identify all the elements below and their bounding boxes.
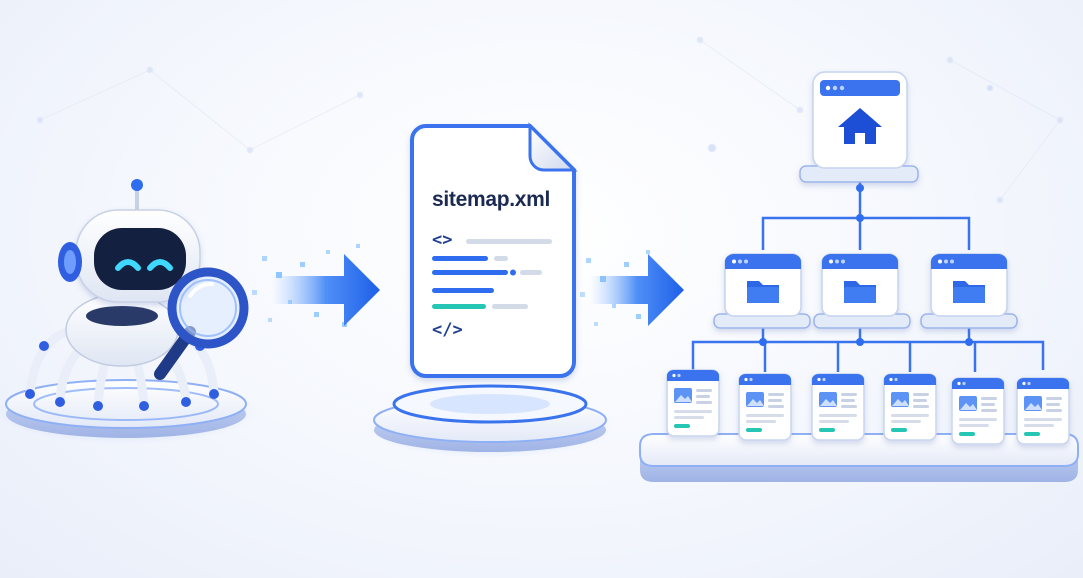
folder-icon bbox=[724, 253, 802, 317]
spider-robot-icon bbox=[25, 179, 219, 411]
close-tag-glyph: </> bbox=[432, 320, 463, 340]
image-page-icon bbox=[666, 369, 720, 437]
sitemap-document-icon bbox=[410, 122, 578, 378]
magnifier-icon bbox=[154, 267, 249, 380]
home-page-node bbox=[799, 71, 919, 183]
category-nodes bbox=[713, 253, 1018, 329]
robot-platform bbox=[0, 379, 258, 444]
document-platform bbox=[366, 384, 614, 458]
arrow-right-icon bbox=[590, 254, 684, 326]
site-tree-platform bbox=[639, 433, 1079, 482]
folder-icon bbox=[930, 253, 1008, 317]
image-page-icon bbox=[951, 377, 1005, 445]
folder-icon bbox=[821, 253, 899, 317]
image-page-icon bbox=[811, 373, 865, 441]
sitemap-filename: sitemap.xml bbox=[432, 188, 551, 211]
page-nodes bbox=[666, 369, 1070, 445]
tree-connector-nodes bbox=[759, 184, 973, 346]
image-page-icon bbox=[883, 373, 937, 441]
open-tag-glyph: <> bbox=[432, 230, 453, 250]
image-page-icon bbox=[1016, 377, 1070, 445]
home-icon bbox=[838, 108, 882, 144]
arrow-right-icon bbox=[272, 254, 380, 326]
background-network bbox=[36, 36, 1064, 204]
image-page-icon bbox=[738, 373, 792, 441]
